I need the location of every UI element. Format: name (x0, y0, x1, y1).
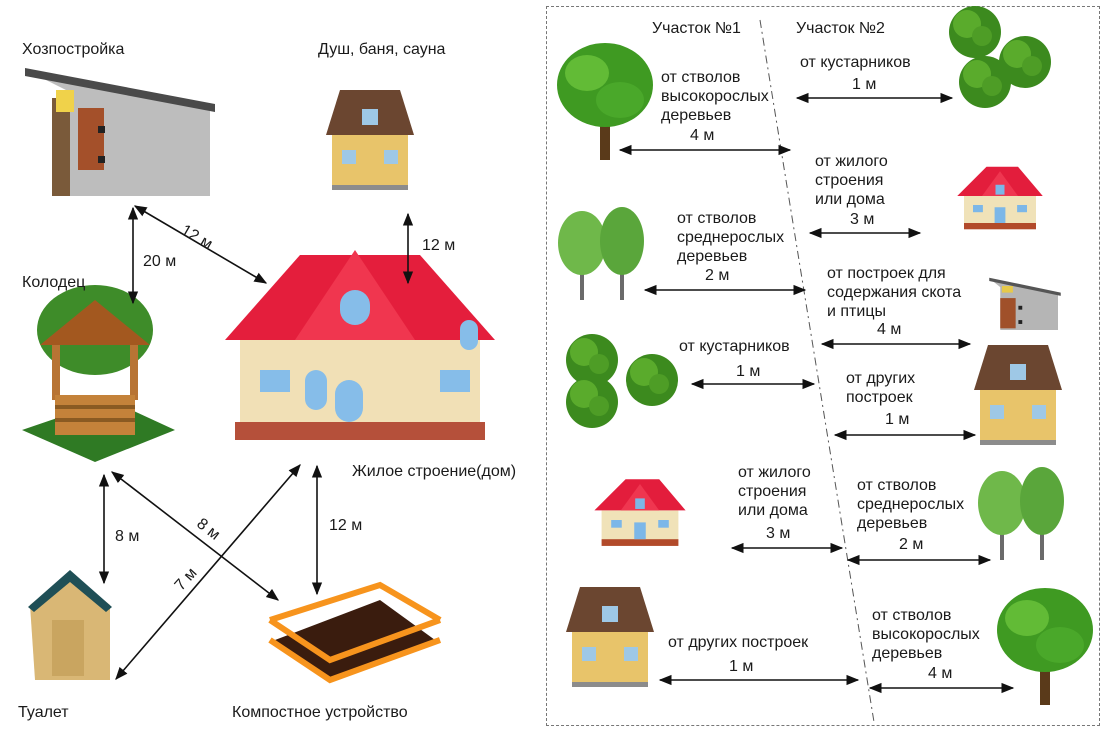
tall-tree-1 (557, 43, 653, 160)
row2-left-dist: 2 м (705, 267, 730, 284)
row5-right-dist: 2 м (899, 536, 924, 553)
row5-right-label: от стволов среднерослых деревьев (857, 477, 965, 532)
dist-outbuilding-well: 20 м (143, 253, 177, 270)
bush-group-2 (566, 334, 678, 428)
dist-house-compost: 12 м (329, 517, 363, 534)
small-house-1 (974, 345, 1062, 445)
label-well: Колодец (22, 274, 86, 291)
row6-right-dist: 4 м (928, 665, 953, 682)
label-house: Жилое строение(дом) (352, 463, 517, 480)
label-shower: Душ, баня, сауна (318, 41, 446, 58)
house-picture (225, 250, 495, 440)
shed-2 (989, 277, 1061, 330)
row5-left-dist: 1 м (729, 658, 754, 675)
label-compost: Компостное устройство (232, 704, 408, 721)
sauna-picture (326, 90, 414, 190)
row2-right-label: от жилого строения или дома (815, 153, 888, 208)
row1-right-dist: 1 м (852, 76, 877, 93)
row3-left-label: от кустарников (679, 338, 790, 355)
row1-left-dist: 4 м (690, 127, 715, 144)
mid-trees-1 (558, 207, 644, 300)
compost-picture (268, 581, 442, 684)
row5-left-label: от других построек (668, 634, 809, 651)
row2-left-label: от стволов среднерослых деревьев (677, 210, 785, 265)
well-picture (22, 285, 175, 462)
right-panel-frame (546, 6, 1100, 726)
bush-group-1 (949, 6, 1051, 108)
row4-right-label: от других построек (846, 370, 916, 406)
big-house-2 (594, 479, 686, 546)
row4-left-label: от жилого строения или дома (738, 464, 811, 519)
plot2-title: Участок №2 (796, 20, 885, 37)
label-toilet: Туалет (18, 704, 69, 721)
row6-right-label: от стволов высокорослых деревьев (872, 607, 980, 662)
row4-right-dist: 1 м (885, 411, 910, 428)
row3-right-label: от построек для содержания скота и птицы (827, 265, 962, 320)
label-outbuilding: Хозпостройка (22, 41, 125, 58)
big-house-1 (957, 166, 1043, 230)
plot1-title: Участок №1 (652, 20, 741, 37)
toilet-picture (28, 570, 112, 680)
row1-left-label: от стволов высокорослых деревьев (661, 69, 769, 124)
dist-shower-house: 12 м (422, 237, 456, 254)
row1-right-label: от кустарников (800, 54, 911, 71)
small-house-2 (566, 587, 654, 687)
row2-right-dist: 3 м (850, 211, 875, 228)
row3-right-dist: 4 м (877, 321, 902, 338)
mid-trees-2 (978, 467, 1064, 560)
outbuilding-picture (25, 68, 215, 196)
row4-left-dist: 3 м (766, 525, 791, 542)
row3-left-dist: 1 м (736, 363, 761, 380)
dist-well-toilet: 8 м (115, 528, 140, 545)
